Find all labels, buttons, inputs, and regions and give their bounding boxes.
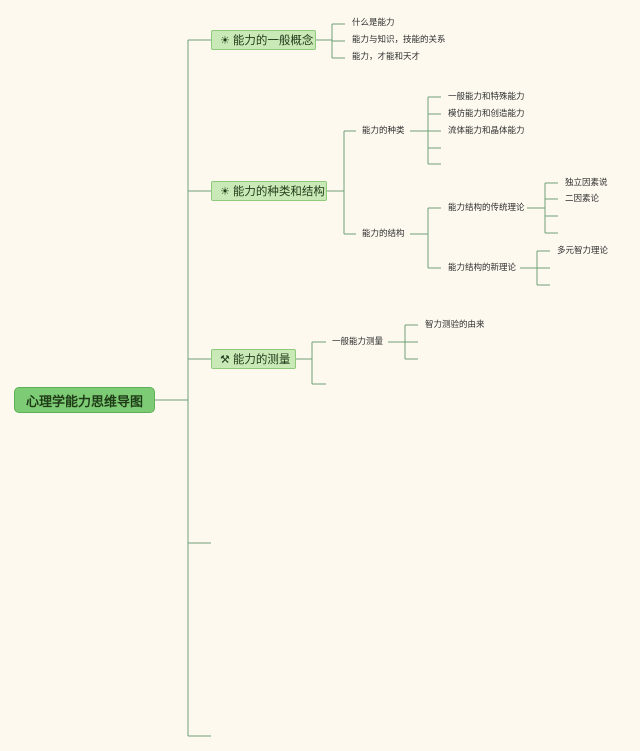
topic-what-is-ability[interactable]: 什么是能力 xyxy=(352,18,395,28)
branch-node-general-concept[interactable]: ☀ 能力的一般概念 xyxy=(211,30,316,50)
topic-traditional-theory[interactable]: 能力结构的传统理论 xyxy=(448,203,525,213)
branch-label: 能力的一般概念 xyxy=(232,33,314,47)
topic-ability-knowledge-skill[interactable]: 能力与知识，技能的关系 xyxy=(352,35,446,45)
sun-icon: ☀ xyxy=(220,184,230,198)
topic-ability-types[interactable]: 能力的种类 xyxy=(362,126,405,136)
branch-label: 能力的种类和结构 xyxy=(232,184,325,198)
topic-iq-test-origin[interactable]: 智力测验的由来 xyxy=(425,320,485,330)
topic-new-theory[interactable]: 能力结构的新理论 xyxy=(448,263,517,273)
branch-node-types-structure[interactable]: ☀ 能力的种类和结构 xyxy=(211,181,327,201)
topic-general-measurement[interactable]: 一般能力测量 xyxy=(332,337,384,347)
topic-imitation-creation[interactable]: 模仿能力和创造能力 xyxy=(448,109,525,119)
sun-icon: ☀ xyxy=(220,33,230,47)
branch-node-measurement[interactable]: ⚒ 能力的测量 xyxy=(211,349,296,369)
hammer-icon: ⚒ xyxy=(220,352,230,366)
topic-two-factor[interactable]: 二因素论 xyxy=(565,194,600,204)
root-label: 心理学能力思维导图 xyxy=(25,394,143,410)
topic-multiple-intelligences[interactable]: 多元智力理论 xyxy=(557,246,609,256)
topic-ability-talent-genius[interactable]: 能力，才能和天才 xyxy=(352,52,421,62)
topic-general-special[interactable]: 一般能力和特殊能力 xyxy=(448,92,525,102)
topic-ability-structure[interactable]: 能力的结构 xyxy=(362,229,405,239)
root-node[interactable]: 心理学能力思维导图 xyxy=(14,387,155,413)
branch-label: 能力的测量 xyxy=(232,352,291,366)
topic-independent-factor[interactable]: 独立因素说 xyxy=(565,178,608,188)
topic-fluid-crystal[interactable]: 流体能力和晶体能力 xyxy=(448,126,525,136)
